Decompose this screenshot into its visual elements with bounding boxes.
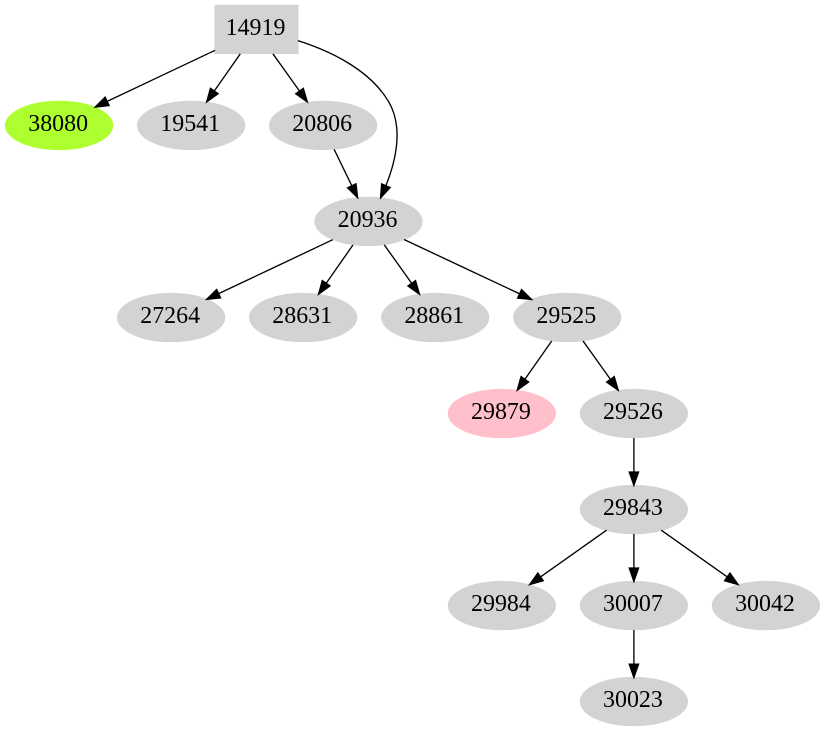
svg-text:20806: 20806	[292, 111, 352, 137]
svg-text:29879: 29879	[471, 399, 531, 425]
svg-text:20936: 20936	[338, 207, 398, 233]
svg-text:19541: 19541	[160, 111, 220, 137]
svg-text:30007: 30007	[603, 591, 663, 617]
svg-text:29843: 29843	[603, 495, 663, 521]
svg-text:28631: 28631	[272, 303, 332, 329]
svg-text:14919: 14919	[226, 15, 286, 41]
svg-text:30023: 30023	[603, 687, 663, 713]
svg-text:28861: 28861	[404, 303, 464, 329]
svg-text:29525: 29525	[536, 303, 596, 329]
svg-text:27264: 27264	[140, 303, 200, 329]
svg-text:38080: 38080	[28, 111, 88, 137]
svg-text:29526: 29526	[603, 399, 663, 425]
svg-text:30042: 30042	[735, 591, 795, 617]
svg-text:29984: 29984	[471, 591, 531, 617]
